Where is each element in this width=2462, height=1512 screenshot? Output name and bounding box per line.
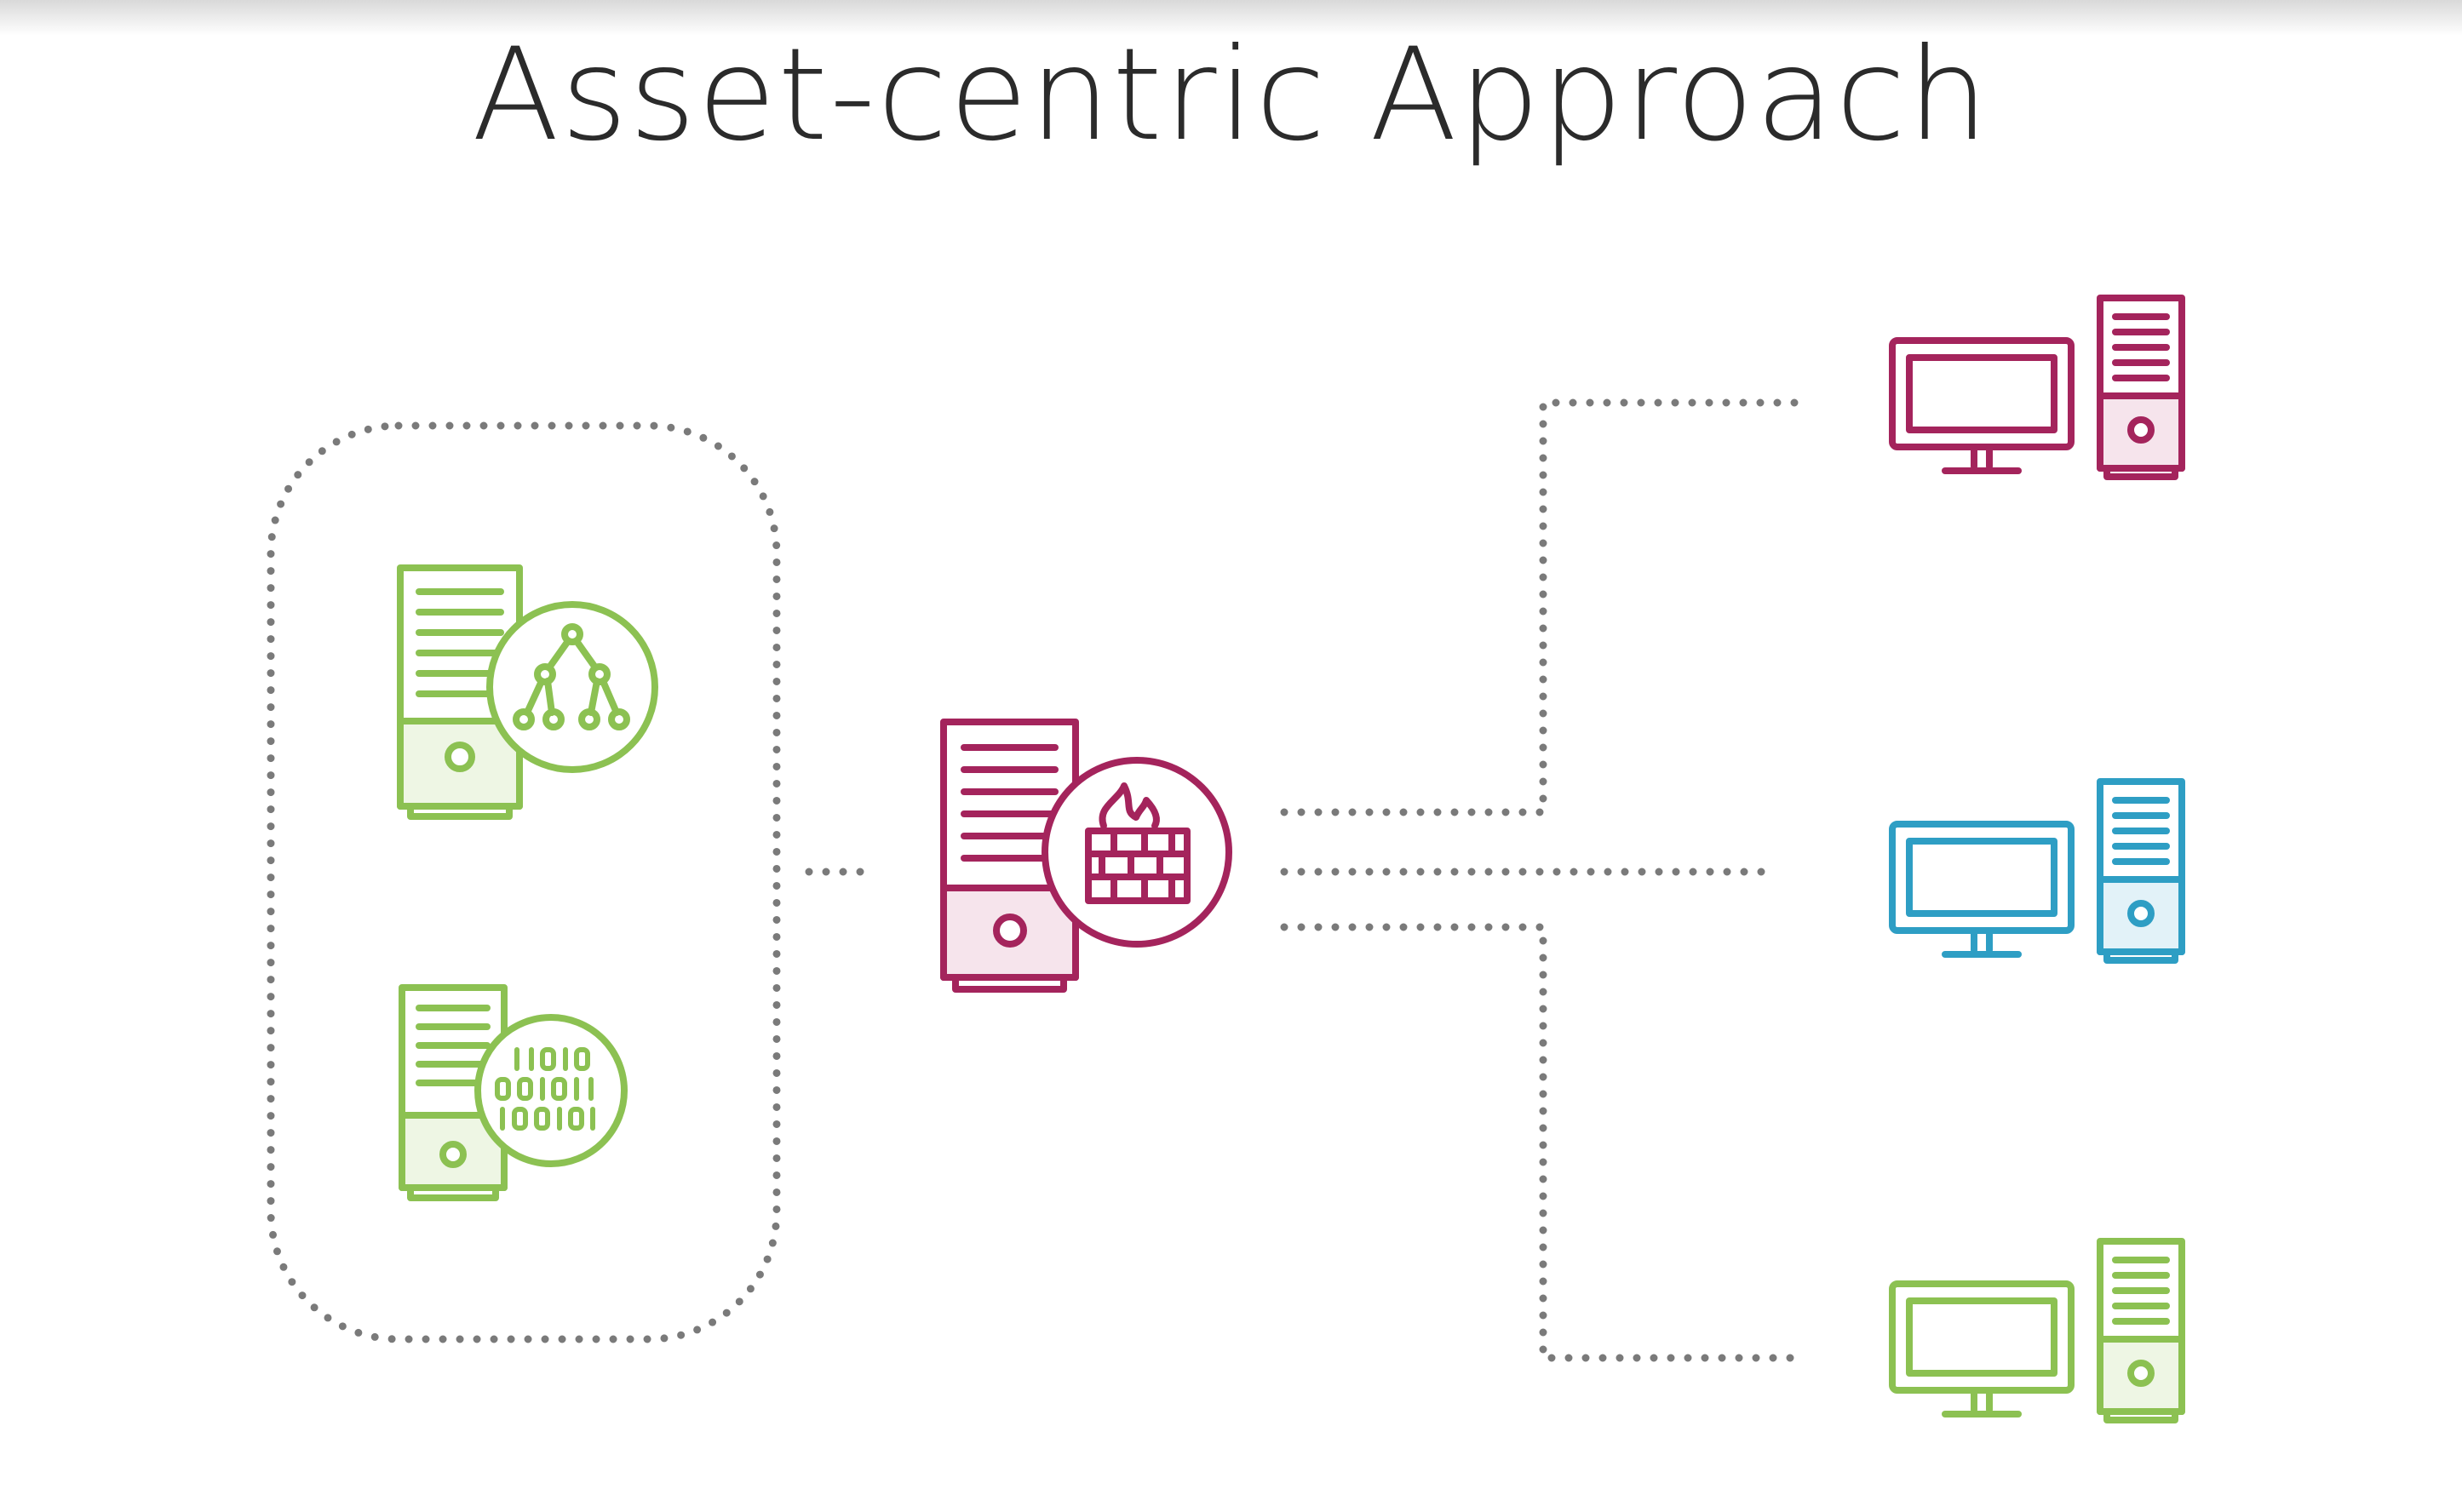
internal-zone-boundary bbox=[267, 421, 781, 1343]
network-tree-icon bbox=[513, 623, 630, 730]
client-computer-top bbox=[1889, 295, 2185, 480]
connector-firewall-to-client-bottom bbox=[1280, 923, 1803, 1362]
server-with-network-tree-icon bbox=[397, 564, 658, 820]
firewall-icon bbox=[1085, 782, 1191, 904]
desktop-computer-icon bbox=[1889, 1238, 2185, 1423]
desktop-computer-icon bbox=[1889, 295, 2185, 480]
slide-top-shade bbox=[0, 0, 2462, 36]
binary-data-icon bbox=[495, 1047, 595, 1131]
connector-firewall-to-client-top bbox=[1280, 398, 1803, 816]
client-computer-middle bbox=[1889, 778, 2185, 964]
connectors bbox=[267, 398, 1803, 1362]
server-with-binary-data-icon bbox=[399, 984, 628, 1201]
client-computer-bottom bbox=[1889, 1238, 2185, 1423]
server-with-firewall-icon bbox=[940, 719, 1232, 993]
slide-title: Asset-centric Approach bbox=[472, 21, 1990, 169]
desktop-computer-icon bbox=[1889, 778, 2185, 964]
